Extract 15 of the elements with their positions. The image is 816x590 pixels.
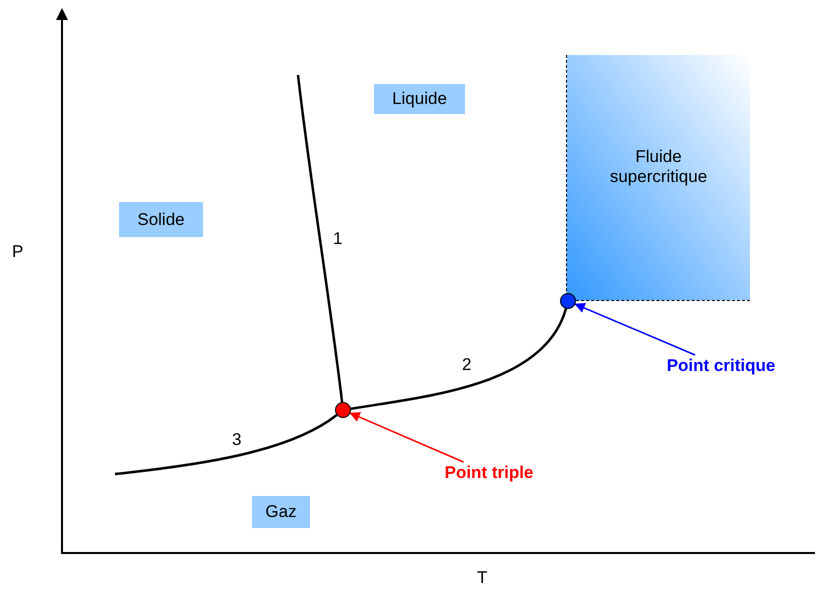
supercritical-region: Fluide supercritique	[566, 55, 750, 301]
triple-point-dot	[335, 402, 351, 418]
phase-label: Liquide	[374, 84, 465, 114]
axis-title: T	[477, 568, 488, 588]
phase-boundary-curve	[296, 74, 344, 402]
point-label: Point triple	[434, 462, 544, 484]
axis-title: P	[12, 242, 24, 262]
point-label: Point critique	[655, 355, 787, 377]
critical-point-dot	[560, 293, 576, 309]
phase-boundary-curve	[114, 414, 338, 476]
arrow	[574, 303, 696, 356]
phase-label: Gaz	[252, 496, 310, 528]
phase-label: Solide	[119, 202, 203, 237]
arrow	[349, 412, 464, 463]
phase-boundary-curve	[350, 308, 568, 410]
